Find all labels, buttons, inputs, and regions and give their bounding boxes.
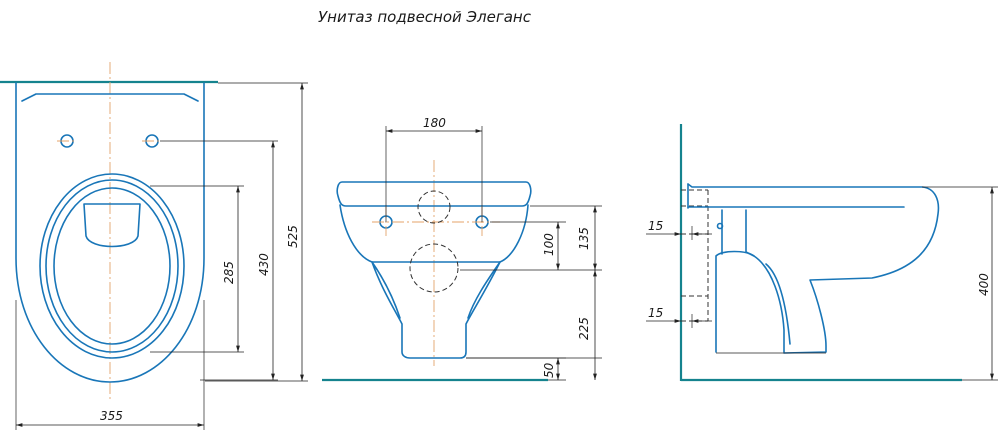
dim-15-upper-label: 15 <box>648 219 663 233</box>
front-water-inlet <box>417 190 451 224</box>
side-view-trap-curve <box>765 263 791 345</box>
dim-430-label: 430 <box>257 253 271 276</box>
seat-outer <box>39 173 185 359</box>
top-view-water-well <box>83 203 141 248</box>
front-view-pedestal <box>371 261 501 359</box>
dim-135-label: 135 <box>577 227 591 250</box>
side-view: 15 15 400 <box>646 124 998 382</box>
dim-225-label: 225 <box>577 317 591 340</box>
dim-355-label: 355 <box>100 409 123 423</box>
top-view: 355 285 430 525 <box>0 62 308 430</box>
front-view: 180 100 135 225 50 <box>322 116 602 382</box>
dim-15-lower-label: 15 <box>648 306 663 320</box>
side-view-body-outline <box>687 183 940 354</box>
dim-400-label: 400 <box>977 273 991 296</box>
front-drain-outlet <box>409 243 459 293</box>
side-view-pedestal-front <box>715 250 785 353</box>
side-view-trap <box>721 209 755 257</box>
dim-285-label: 285 <box>222 261 236 284</box>
drawing-title: Унитаз подвесной Элеганс <box>318 8 532 26</box>
top-view-outer-body <box>15 82 205 383</box>
seat-middle <box>45 179 179 353</box>
side-view-mount-hidden <box>681 189 709 322</box>
dim-180-label: 180 <box>423 116 446 130</box>
top-view-rim <box>21 93 199 102</box>
side-view-water-hole <box>716 222 724 230</box>
front-view-bowl <box>339 204 529 263</box>
front-view-pedestal-inner <box>371 261 501 319</box>
dim-50-label: 50 <box>542 362 556 378</box>
dim-100-label: 100 <box>542 233 556 256</box>
dim-525-label: 525 <box>286 225 300 248</box>
seat-inner <box>53 187 171 345</box>
front-view-rim <box>336 181 532 207</box>
